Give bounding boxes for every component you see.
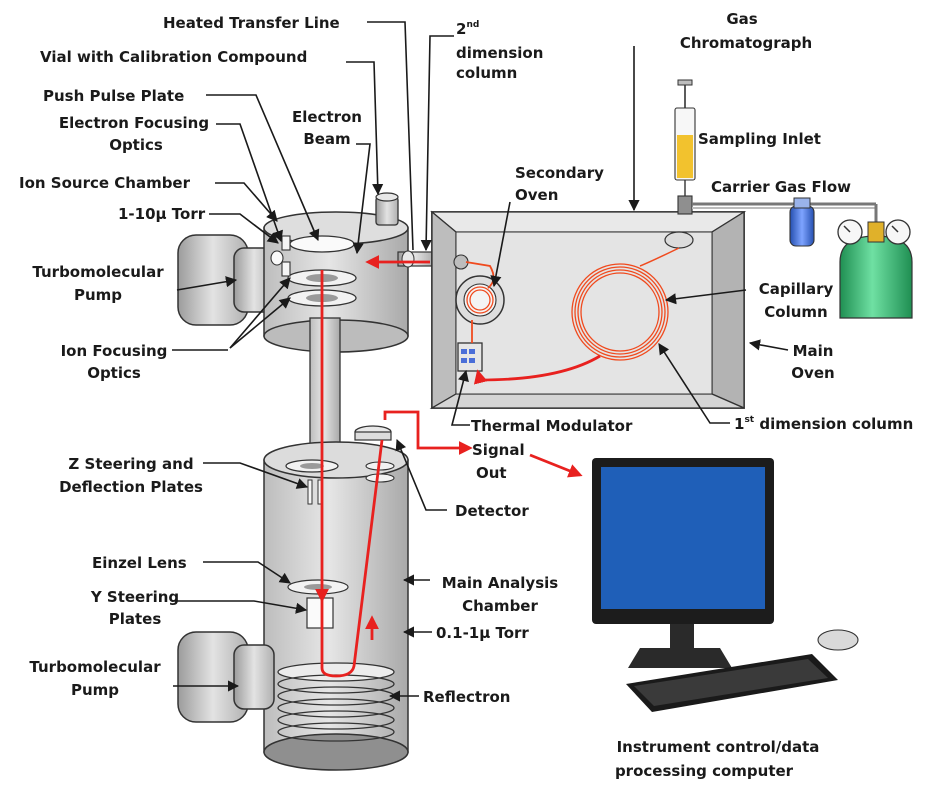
label-gas-chromatograph-1: Gas (726, 10, 757, 28)
label-turbo-pump-top-1: Turbomolecular (32, 263, 164, 281)
label-turbo-pump-top-2: Pump (74, 286, 122, 304)
label-main-oven-1: Main (793, 342, 834, 360)
label-y-steering-2: Plates (109, 610, 162, 628)
turbo-pump-top (177, 234, 275, 326)
label-gas-chromatograph-2: Chromatograph (680, 34, 812, 52)
label-2nd-dimension-line2: dimension (456, 44, 543, 62)
label-torr-analysis: 0.1-1μ Torr (436, 624, 529, 642)
label-thermal-modulator: Thermal Modulator (471, 417, 633, 435)
label-signal-out-2: Out (476, 464, 507, 482)
label-turbo-pump-bottom-2: Pump (71, 681, 119, 699)
label-capillary-column-2: Column (764, 303, 827, 321)
gas-filter (789, 197, 815, 247)
label-signal-out-1: Signal (472, 441, 525, 459)
label-electron-focusing-1: Electron Focusing (59, 114, 209, 132)
label-reflectron: Reflectron (423, 688, 510, 706)
label-main-oven-2: Oven (791, 364, 834, 382)
label-carrier-gas-flow: Carrier Gas Flow (711, 178, 851, 196)
label-electron-beam-1: Electron (292, 108, 362, 126)
reflectron (277, 662, 395, 742)
flight-tube (309, 317, 341, 465)
label-secondary-oven-1: Secondary (515, 164, 604, 182)
keyboard-icon (626, 654, 838, 712)
label-sampling-inlet: Sampling Inlet (698, 130, 821, 148)
label-z-steering-1: Z Steering and (68, 455, 193, 473)
gc-main-oven (429, 210, 747, 410)
push-pulse-plate (289, 235, 355, 253)
ion-path (315, 255, 583, 678)
label-capillary-column-1: Capillary (759, 280, 834, 298)
mouse-icon (817, 629, 859, 651)
label-ion-source-chamber: Ion Source Chamber (19, 174, 191, 192)
label-turbo-pump-bottom-1: Turbomolecular (29, 658, 161, 676)
label-einzel-lens: Einzel Lens (92, 554, 187, 572)
syringe-icon (674, 79, 696, 215)
label-vial: Vial with Calibration Compound (40, 48, 307, 66)
thermal-modulator (457, 342, 483, 372)
capillary-column (466, 263, 669, 361)
label-detector: Detector (455, 502, 529, 520)
turbo-pump-bottom (177, 631, 275, 723)
label-electron-focusing-2: Optics (109, 136, 163, 154)
label-torr-source: 1-10μ Torr (118, 205, 206, 223)
ion-source-chamber (263, 192, 433, 353)
label-main-analysis-1: Main Analysis (442, 574, 558, 592)
label-computer-1: Instrument control/data (617, 738, 820, 756)
monitor-icon (592, 458, 774, 668)
gas-cylinder-icon (837, 219, 913, 319)
label-y-steering-1: Y Steering (90, 588, 179, 606)
label-ion-focusing-2: Optics (87, 364, 141, 382)
label-computer-2: processing computer (615, 762, 794, 780)
label-secondary-oven-2: Oven (515, 186, 558, 204)
label-electron-beam-2: Beam (303, 130, 350, 148)
main-analysis-chamber (263, 425, 409, 771)
label-ion-focusing-1: Ion Focusing (61, 342, 168, 360)
label-2nd-dimension-column: 2nd (456, 20, 479, 38)
y-steering-plates (306, 597, 334, 629)
label-push-pulse-plate: Push Pulse Plate (43, 87, 184, 105)
label-1st-dimension-column: 1st dimension column (734, 415, 913, 433)
label-main-analysis-2: Chamber (462, 597, 538, 615)
label-z-steering-2: Deflection Plates (59, 478, 203, 496)
label-heated-transfer-line: Heated Transfer Line (163, 14, 340, 32)
label-2nd-dimension-line3: column (456, 64, 517, 82)
